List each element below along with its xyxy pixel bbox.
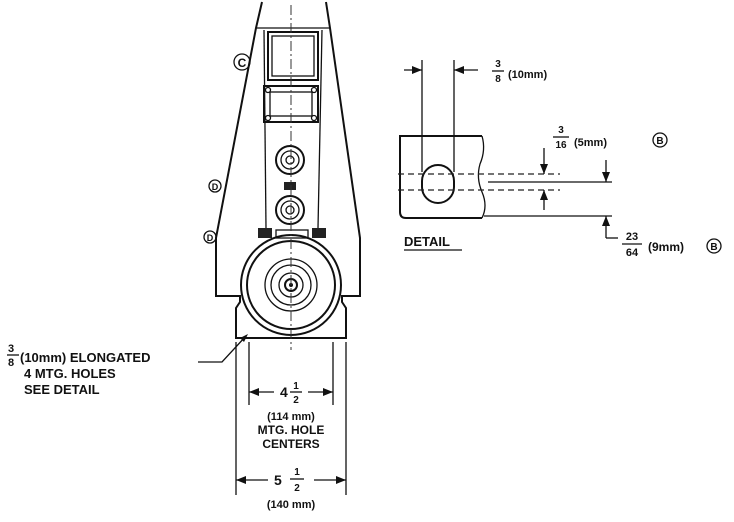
svg-text:MTG. HOLE: MTG. HOLE xyxy=(258,423,325,437)
svg-text:(5mm): (5mm) xyxy=(574,137,607,149)
svg-text:3: 3 xyxy=(8,343,14,355)
marker-d-upper: D xyxy=(208,179,222,193)
svg-text:4 MTG. HOLES: 4 MTG. HOLES xyxy=(24,366,116,381)
svg-text:1: 1 xyxy=(293,381,299,392)
svg-text:5: 5 xyxy=(274,472,282,488)
svg-text:3: 3 xyxy=(558,125,564,136)
svg-text:1: 1 xyxy=(294,467,300,478)
svg-text:CENTERS: CENTERS xyxy=(262,437,319,451)
svg-text:C: C xyxy=(238,56,247,70)
svg-text:SEE DETAIL: SEE DETAIL xyxy=(24,382,100,397)
svg-text:8: 8 xyxy=(495,74,501,85)
hole-note: 3 8 (10mm) ELONGATED 4 MTG. HOLES SEE DE… xyxy=(7,334,248,397)
dimension-overall-width: 5 1 2 (140 mm) xyxy=(235,342,347,511)
dimension-hole-centers: 4 1 2 (114 mm) MTG. HOLE CENTERS xyxy=(248,342,334,451)
marker-d-lower: D xyxy=(203,230,217,244)
dimension-hole-depth: 23 64 (9mm) B xyxy=(602,160,722,259)
detail-title: DETAIL xyxy=(404,234,462,251)
svg-text:D: D xyxy=(212,182,219,192)
svg-text:B: B xyxy=(710,242,717,253)
svg-text:3: 3 xyxy=(495,59,501,70)
dimension-slot-width: 3 8 (10mm) xyxy=(404,59,547,85)
svg-text:(114 mm): (114 mm) xyxy=(267,411,315,423)
svg-text:4: 4 xyxy=(280,384,288,400)
marker-c: C xyxy=(233,53,251,71)
svg-text:(10mm) ELONGATED: (10mm) ELONGATED xyxy=(20,350,151,365)
svg-text:DETAIL: DETAIL xyxy=(404,234,450,249)
svg-text:64: 64 xyxy=(626,247,639,259)
svg-text:(10mm): (10mm) xyxy=(508,69,547,81)
svg-text:2: 2 xyxy=(294,483,300,494)
svg-text:(140 mm): (140 mm) xyxy=(267,499,316,511)
svg-text:23: 23 xyxy=(626,231,638,243)
housing-body xyxy=(215,1,361,350)
detail-view xyxy=(398,60,612,219)
svg-text:8: 8 xyxy=(8,357,14,369)
svg-text:2: 2 xyxy=(293,395,299,406)
dimension-slot-offset: 3 16 (5mm) B xyxy=(540,125,668,210)
svg-text:16: 16 xyxy=(555,140,567,151)
svg-text:B: B xyxy=(656,136,663,147)
svg-text:D: D xyxy=(207,233,214,243)
svg-text:(9mm): (9mm) xyxy=(648,240,684,254)
